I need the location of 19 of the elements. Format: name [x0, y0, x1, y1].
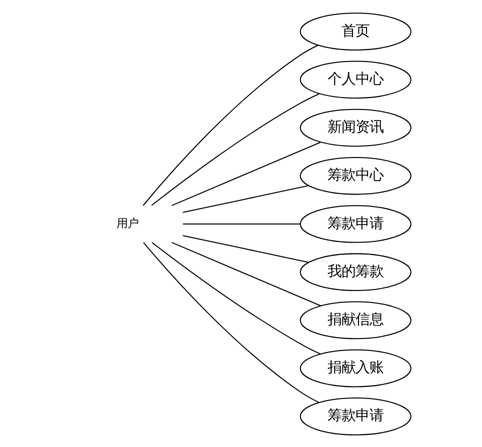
node-ellipse: 捐献信息 [299, 300, 411, 339]
connector [182, 222, 300, 224]
node-ellipse: 筹款申请 [299, 204, 411, 242]
connector [151, 242, 320, 354]
connector [171, 141, 320, 206]
connector [142, 242, 319, 403]
node-ellipse: 我的筹款 [299, 252, 411, 291]
connector [150, 92, 320, 206]
node-ellipse: 首页 [299, 12, 411, 50]
node-ellipse: 筹款申请 [299, 397, 411, 435]
connector [182, 234, 308, 262]
connector [171, 241, 320, 306]
node-ellipse: 筹款中心 [299, 156, 411, 194]
node-ellipse: 个人中心 [299, 60, 411, 98]
connector [142, 44, 318, 206]
connector [182, 184, 308, 212]
node-ellipse: 捐献入账 [299, 348, 411, 387]
node-ellipse: 新闻资讯 [299, 108, 411, 146]
node-text: 用户 [116, 216, 138, 230]
